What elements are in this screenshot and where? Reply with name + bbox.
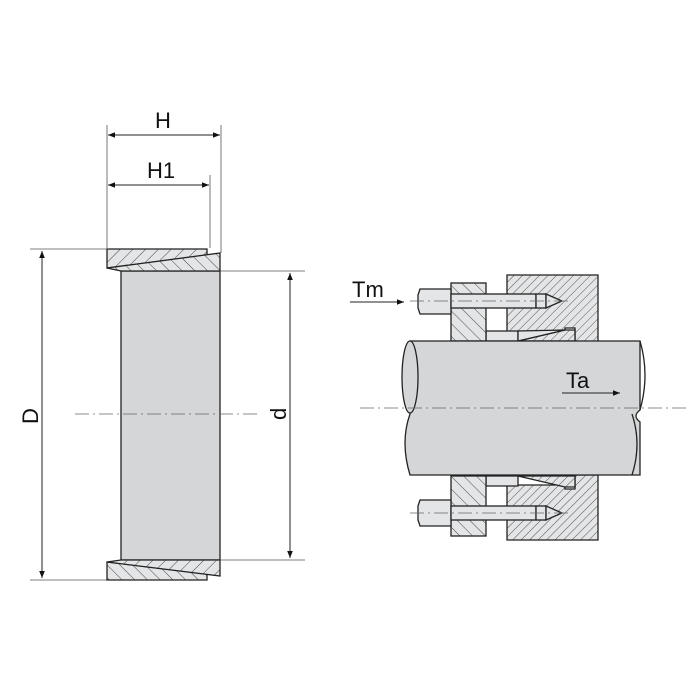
- label-d: d: [266, 408, 291, 420]
- ring-side-view: H H1 D d: [18, 108, 305, 581]
- wedge-ring-bottom: [517, 475, 576, 488]
- inner-wedge-bottom: [106, 559, 221, 577]
- inner-ring-body: [120, 270, 221, 561]
- label-H: H: [155, 108, 171, 133]
- label-H1: H1: [147, 158, 175, 183]
- assembly-section-view: Tm Ta: [350, 274, 688, 541]
- hub-bottom: [506, 474, 599, 541]
- label-Ta: Ta: [566, 368, 590, 393]
- inner-wedge-top: [106, 252, 221, 272]
- label-Tm: Tm: [352, 277, 384, 302]
- label-D: D: [18, 408, 43, 424]
- clamp-flange-top: [450, 282, 487, 342]
